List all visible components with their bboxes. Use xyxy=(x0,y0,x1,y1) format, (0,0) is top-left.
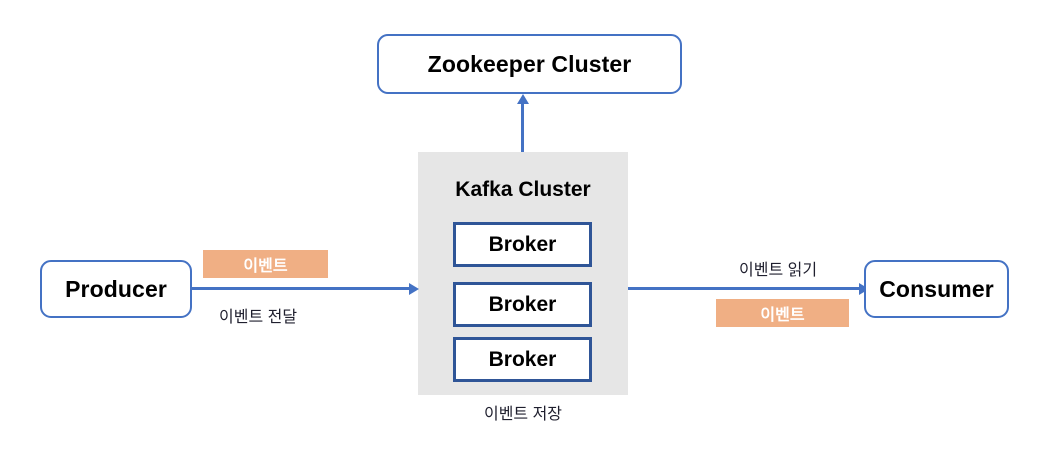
broker-box-1-label: Broker xyxy=(488,232,557,256)
event-chip-producer-label: 이벤트 xyxy=(243,258,288,275)
node-consumer-label: Consumer xyxy=(879,275,994,302)
node-zookeeper-cluster[interactable]: Zookeeper Cluster xyxy=(377,34,682,94)
caption-event-consume-label: 이벤트 읽기 xyxy=(739,262,818,279)
node-consumer[interactable]: Consumer xyxy=(864,260,1009,318)
node-producer[interactable]: Producer xyxy=(40,260,192,318)
arrowhead-right-icon xyxy=(409,282,419,295)
caption-event-store: 이벤트 저장 xyxy=(418,400,628,424)
event-chip-consumer-label: 이벤트 xyxy=(760,307,805,324)
caption-event-store-label: 이벤트 저장 xyxy=(483,406,563,423)
event-chip-producer: 이벤트 xyxy=(203,250,328,278)
node-zookeeper-cluster-label: Zookeeper Cluster xyxy=(427,50,632,77)
arrow-kafka-to-consumer xyxy=(628,282,869,295)
caption-event-produce: 이벤트 전달 xyxy=(219,303,297,327)
kafka-cluster-title-label: Kafka Cluster xyxy=(455,178,591,201)
broker-box-1[interactable]: Broker xyxy=(453,222,592,267)
caption-event-produce-label: 이벤트 전달 xyxy=(219,309,298,326)
arrowhead-up-icon xyxy=(516,94,529,104)
arrow-producer-to-kafka xyxy=(192,282,419,295)
caption-event-consume: 이벤트 읽기 xyxy=(739,256,817,280)
broker-box-2-label: Broker xyxy=(488,292,557,316)
node-producer-label: Producer xyxy=(65,275,167,302)
kafka-cluster-title: Kafka Cluster xyxy=(418,178,628,202)
broker-box-3-label: Broker xyxy=(488,347,557,371)
event-chip-consumer: 이벤트 xyxy=(716,299,849,327)
broker-box-2[interactable]: Broker xyxy=(453,282,592,327)
broker-box-3[interactable]: Broker xyxy=(453,337,592,382)
arrow-kafka-to-zookeeper xyxy=(516,94,529,152)
